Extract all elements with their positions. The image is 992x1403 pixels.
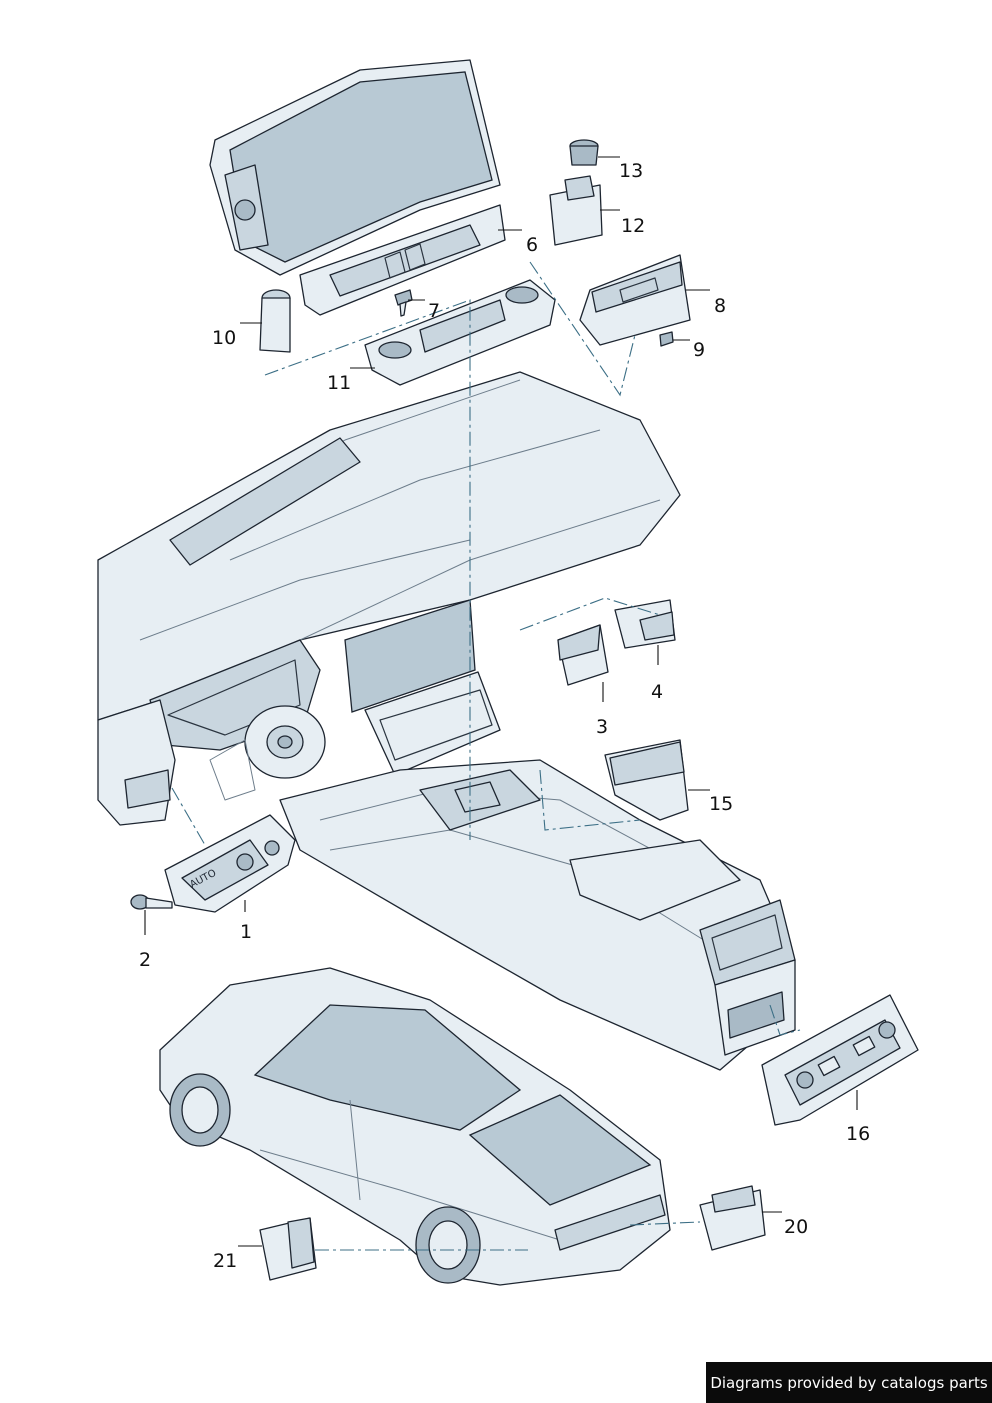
callout-2: 2: [139, 949, 151, 971]
callout-6: 6: [526, 234, 538, 256]
switch-3: [557, 624, 609, 686]
callout-15: 15: [709, 793, 733, 815]
button-panel-6: [299, 204, 506, 316]
callout-11: 11: [327, 372, 351, 394]
callout-16: 16: [846, 1123, 870, 1145]
callout-3: 3: [596, 716, 608, 738]
switch-21: [259, 1217, 317, 1281]
rear-climate-panel-16: [761, 994, 919, 1126]
rotary-control-12: [549, 175, 603, 246]
leader-lines: [144, 156, 858, 1247]
dash-connectors: [171, 261, 801, 1251]
switch-module-8: [579, 254, 691, 346]
switch-20: [699, 1185, 766, 1251]
headlight-switch-1: AUTO: [164, 814, 296, 913]
dashboard-illustration: [97, 371, 796, 1071]
car-illustration: [159, 967, 671, 1286]
switch-10: [259, 289, 291, 353]
screw-2: [130, 894, 173, 910]
screw-7: [394, 289, 413, 317]
switch-module-15: [604, 739, 689, 821]
callout-8: 8: [714, 295, 726, 317]
callout-9: 9: [693, 339, 705, 361]
callout-4: 4: [651, 681, 663, 703]
callout-1: 1: [240, 921, 252, 943]
knob-13: [569, 139, 599, 166]
credit-banner: Diagrams provided by catalogs parts: [706, 1362, 992, 1403]
credit-text: Diagrams provided by catalogs parts: [710, 1373, 988, 1392]
callout-20: 20: [784, 1216, 808, 1238]
callout-21: 21: [213, 1250, 237, 1272]
callout-7: 7: [428, 300, 440, 322]
callout-13: 13: [619, 160, 643, 182]
callout-12: 12: [621, 215, 645, 237]
switch-4: [614, 599, 676, 649]
screw-9: [659, 331, 674, 347]
callout-labels: 1 2 3 4 6 7 8 9 10 11 12 13 15 16 20 21: [139, 160, 870, 1272]
display-unit: [209, 59, 501, 276]
callout-10: 10: [212, 327, 236, 349]
cupholder-11: [364, 279, 556, 386]
